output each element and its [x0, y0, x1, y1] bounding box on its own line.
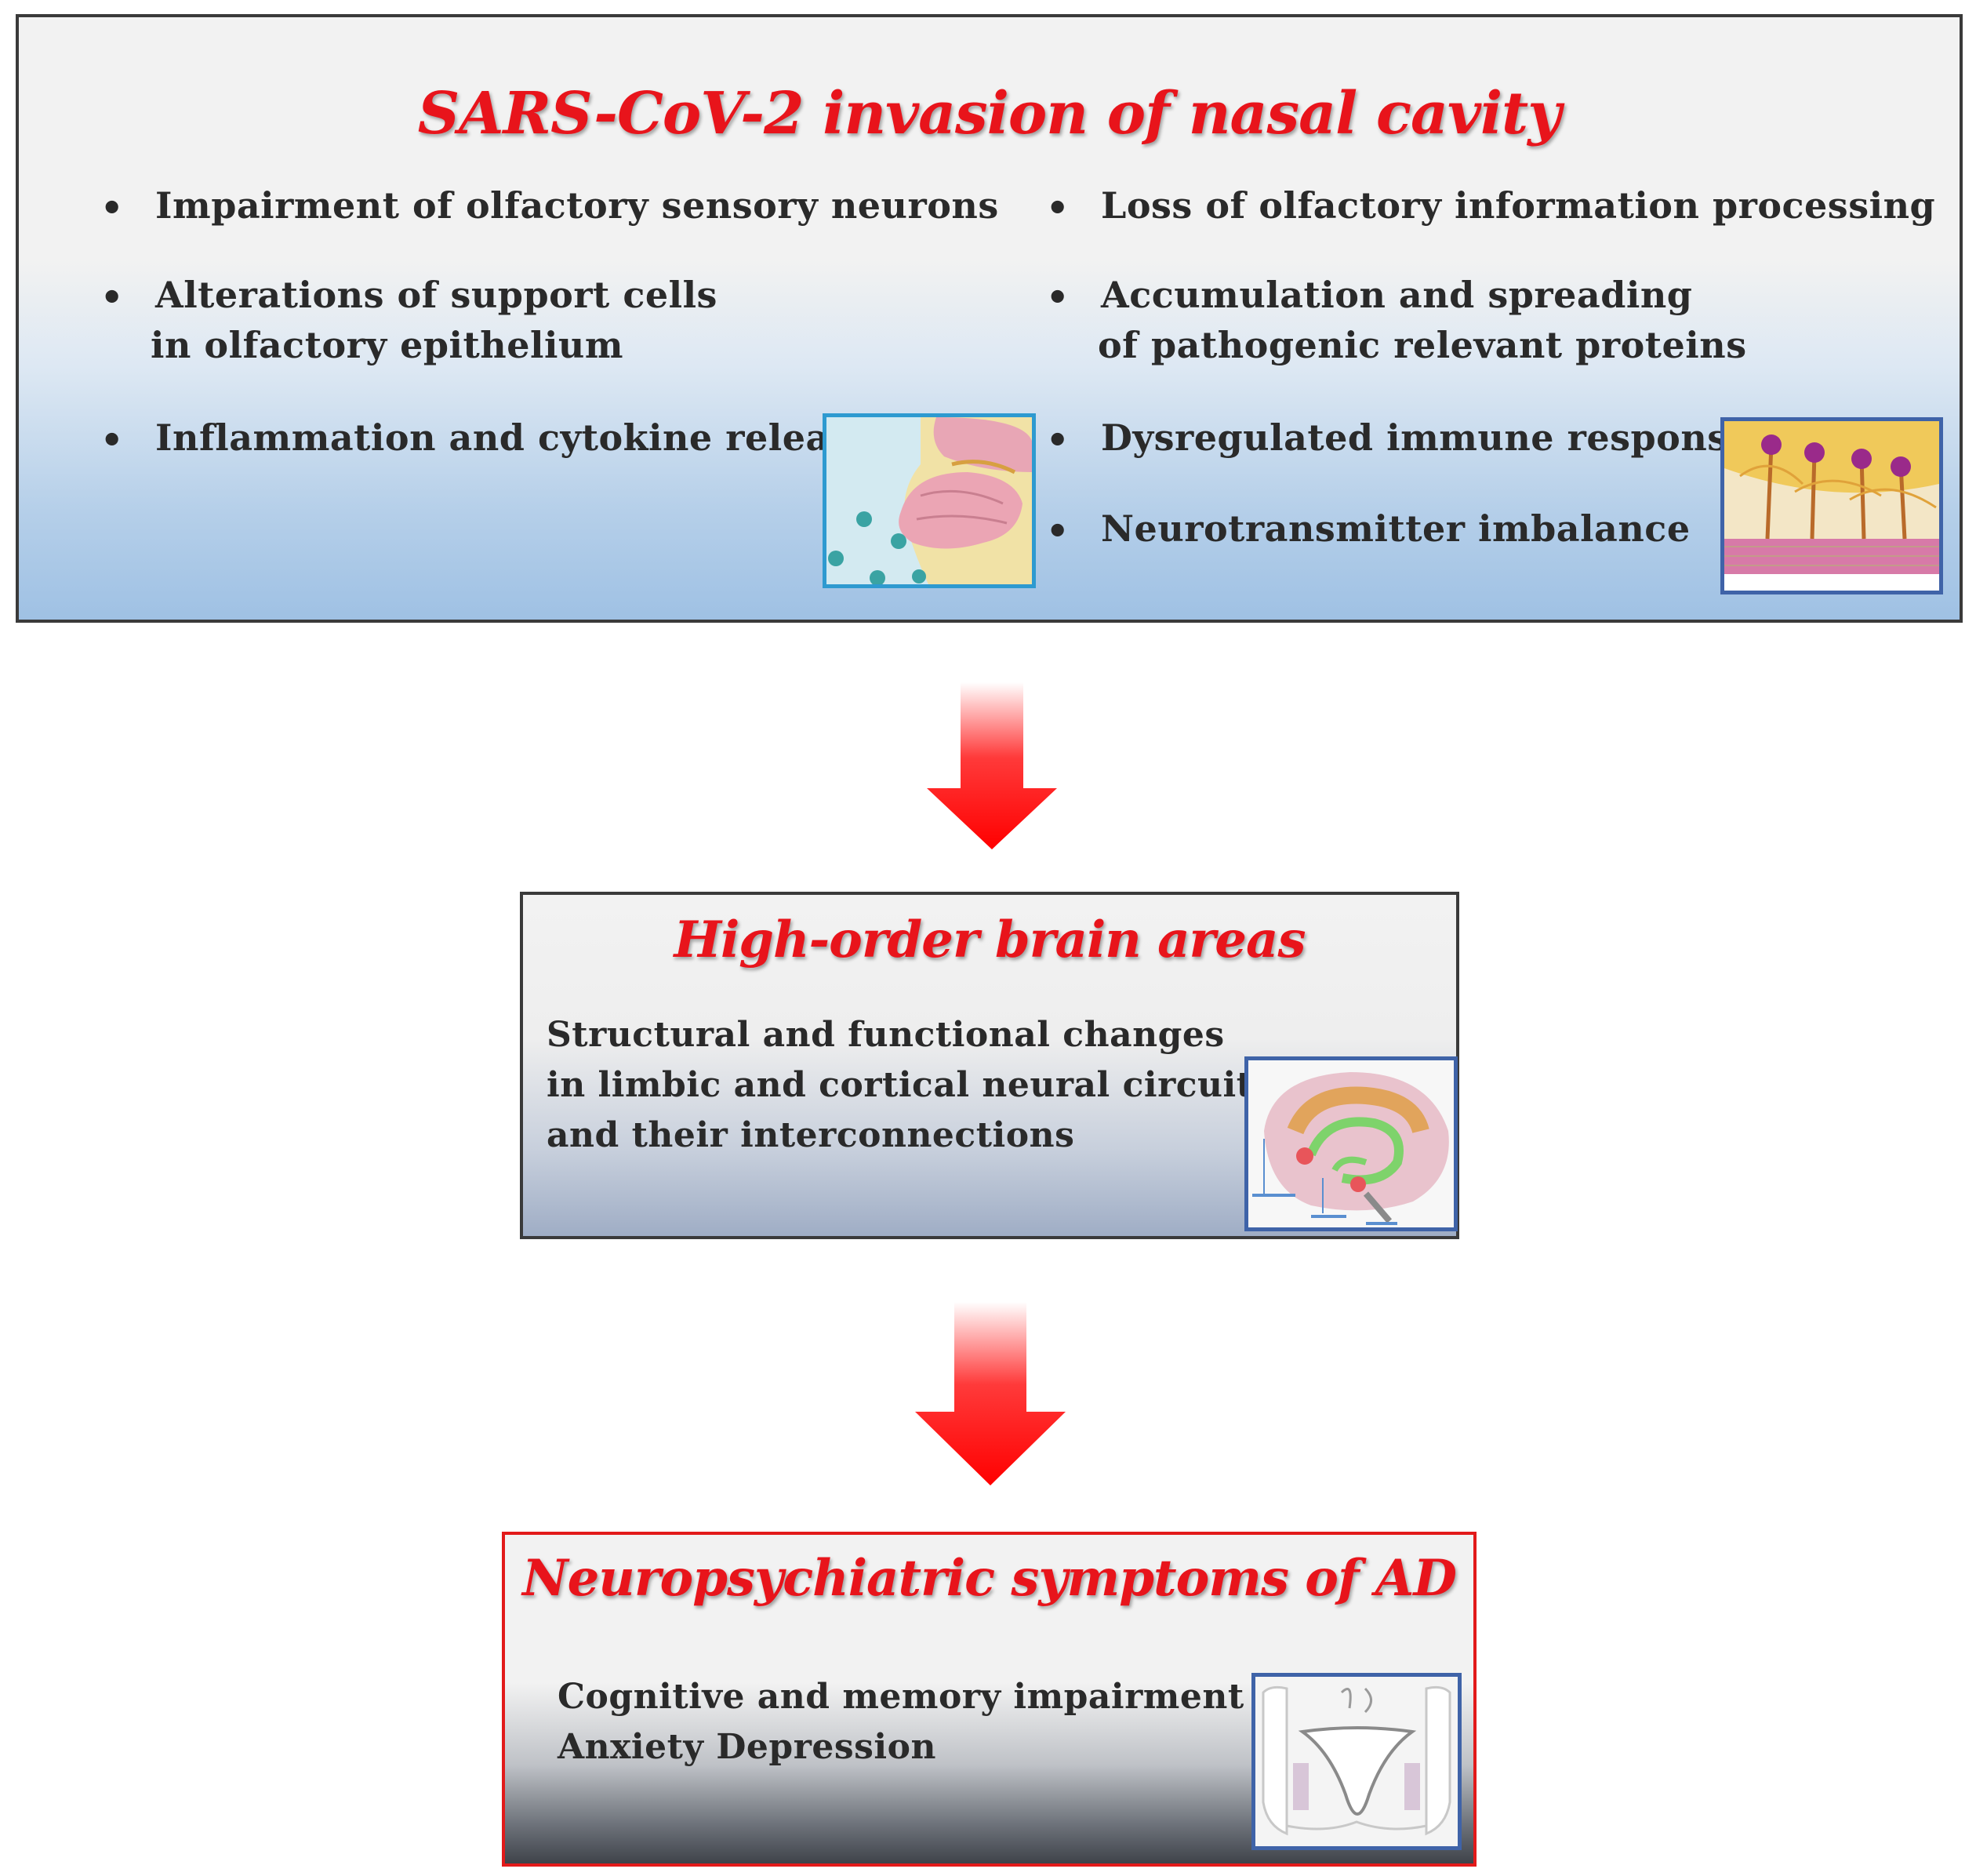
brain-areas-line-3: and their interconnections — [547, 1115, 1075, 1155]
down-arrow-icon — [927, 682, 1057, 849]
brain-areas-line-1: Structural and functional changes — [547, 1015, 1225, 1055]
right-item-1: Loss of olfactory information processing — [1101, 184, 1936, 227]
right-item-2-cont: of pathogenic relevant proteins — [1098, 324, 1747, 366]
brain-areas-box: High-order brain areas Structural and fu… — [520, 892, 1459, 1239]
symptoms-line-2: Anxiety Depression — [558, 1727, 936, 1767]
right-item-3: Dysregulated immune response — [1101, 416, 1752, 459]
brain-section-image — [1251, 1673, 1462, 1850]
nasal-invasion-title: SARS-CoV-2 invasion of nasal cavity — [417, 80, 1562, 147]
symptoms-line-1: Cognitive and memory impairment — [558, 1677, 1244, 1717]
left-item-1: Impairment of olfactory sensory neurons — [155, 184, 999, 227]
bullet-icon: • — [1046, 276, 1070, 318]
bullet-icon: • — [1046, 419, 1070, 461]
bullet-icon: • — [1046, 187, 1070, 229]
brain-areas-title: High-order brain areas — [674, 911, 1306, 969]
down-arrow-icon — [915, 1302, 1066, 1485]
nasal-invasion-box: SARS-CoV-2 invasion of nasal cavity • Im… — [16, 14, 1963, 623]
brain-areas-line-2: in limbic and cortical neural circuits — [547, 1065, 1273, 1105]
right-item-2: Accumulation and spreading — [1101, 274, 1693, 316]
neuropsychiatric-symptoms-title: Neuropsychiatric symptoms of AD — [522, 1549, 1457, 1608]
bullet-icon: • — [100, 187, 124, 229]
bullet-icon: • — [100, 419, 124, 461]
neuropsychiatric-symptoms-box: Neuropsychiatric symptoms of AD Cognitiv… — [502, 1532, 1477, 1867]
left-item-3: Inflammation and cytokine release — [155, 416, 874, 459]
bullet-icon: • — [100, 276, 124, 318]
left-item-2-cont: in olfactory epithelium — [151, 324, 624, 366]
bullet-icon: • — [1046, 510, 1070, 552]
olfactory-neurons-image — [1720, 417, 1943, 594]
right-item-4: Neurotransmitter imbalance — [1101, 507, 1691, 550]
nasal-cavity-image — [823, 413, 1036, 588]
limbic-system-image — [1244, 1056, 1458, 1231]
left-item-2: Alterations of support cells — [155, 274, 717, 316]
